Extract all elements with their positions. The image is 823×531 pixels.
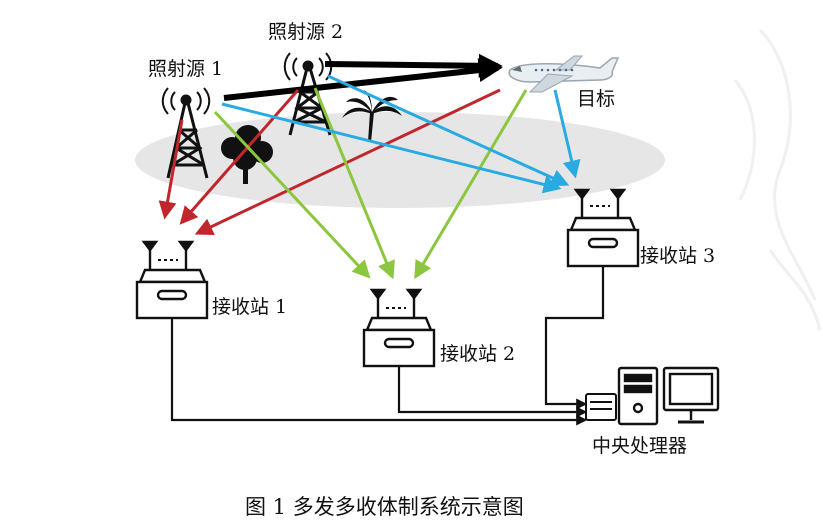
processor-label: 中央处理器 xyxy=(592,435,687,457)
direct-path-arrow-2 xyxy=(324,53,503,78)
source-2-label: 照射源 2 xyxy=(268,21,343,43)
station-2-label: 接收站 2 xyxy=(440,343,515,365)
transmitter-tower-2-icon xyxy=(283,52,333,136)
receiver-station-3-icon xyxy=(566,188,640,268)
station-1-label: 接收站 1 xyxy=(212,296,287,318)
interface-card-icon xyxy=(585,393,617,421)
red-echo-paths xyxy=(158,88,501,235)
palm-tree-icon xyxy=(342,90,402,142)
airplane-icon xyxy=(508,55,620,93)
station-3-label: 接收站 3 xyxy=(640,245,715,267)
source-1-label: 照射源 1 xyxy=(148,58,223,80)
ground-area xyxy=(135,112,665,208)
receiver-station-1-icon xyxy=(135,240,209,320)
green-paths xyxy=(213,87,528,280)
receiver-station-2-icon xyxy=(362,288,436,368)
target-label: 目标 xyxy=(577,88,615,110)
monitor-icon xyxy=(662,366,720,424)
blue-paths xyxy=(221,74,581,194)
watermark-decoration xyxy=(733,28,822,331)
computer-icon xyxy=(617,366,659,426)
direct-path-arrow-1 xyxy=(223,58,503,101)
figure-caption: 图 1 多发多收体制系统示意图 xyxy=(245,495,524,519)
data-links xyxy=(170,266,605,426)
